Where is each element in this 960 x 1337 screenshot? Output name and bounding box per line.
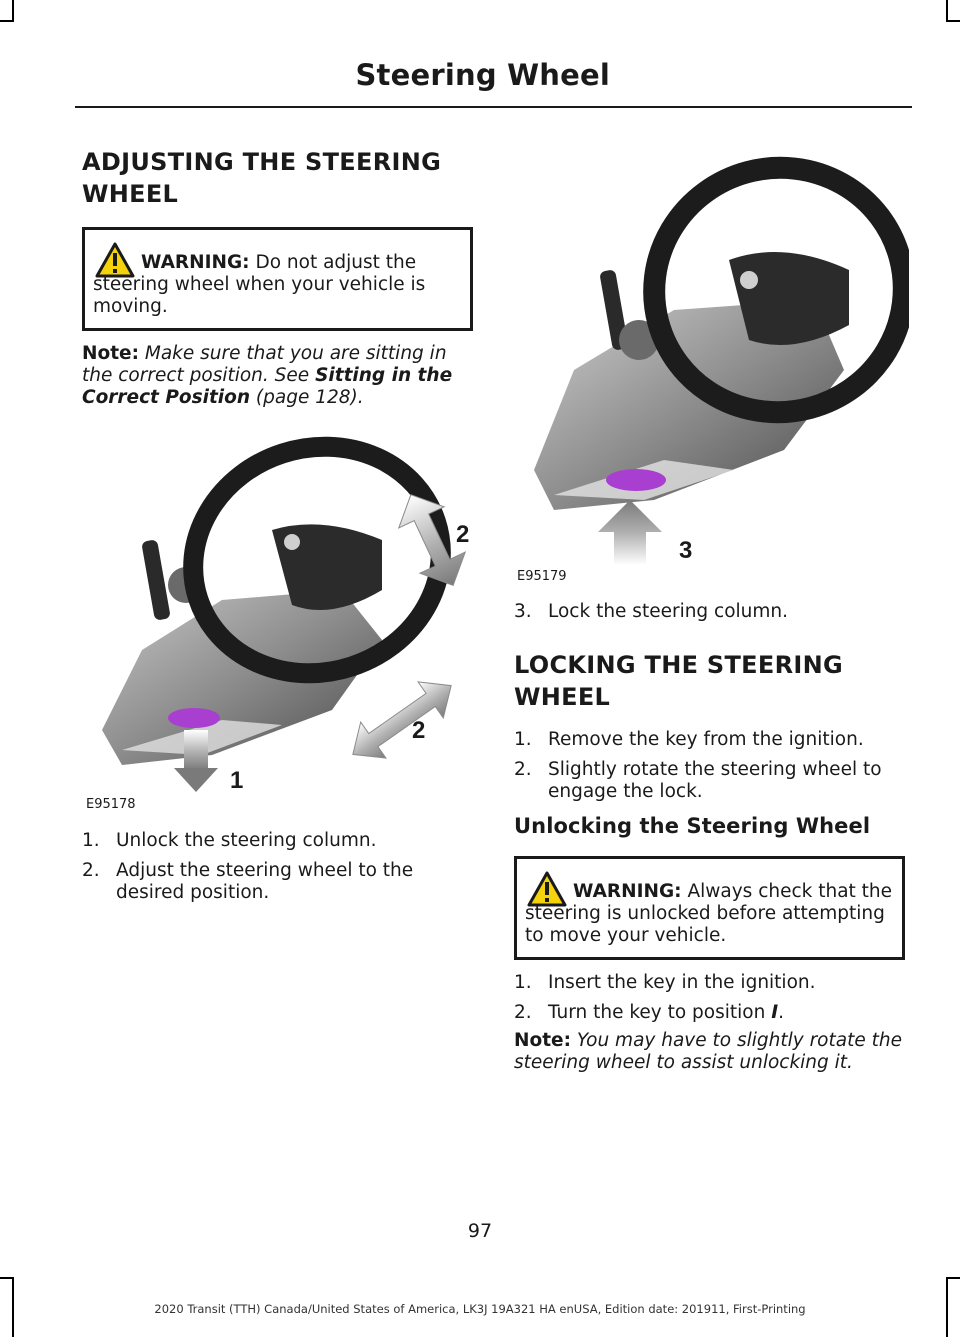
step-text: Unlock the steering column. [116, 830, 377, 851]
note-page: (page 128). [250, 387, 364, 408]
locking-heading-line2: WHEEL [514, 683, 611, 711]
key-position: I [771, 1002, 779, 1023]
steering-lock-figure: 3 [534, 156, 909, 565]
wiper-stalk [600, 270, 628, 350]
warning-label: WARNING: [141, 252, 250, 273]
figure-label-1: 1 [230, 767, 243, 794]
header-rule [75, 106, 912, 108]
adjusting-steps: 1. Unlock the steering column. 2. Adjust t… [82, 830, 477, 912]
figure-label-3: 3 [679, 537, 692, 564]
arrow-lock-up [598, 500, 662, 565]
step-number: 2. [514, 759, 532, 780]
note-label: Note: [82, 343, 139, 364]
page-footer: 2020 Transit (TTH) Canada/United States … [154, 1302, 806, 1316]
crop-mark [0, 20, 14, 22]
steering-adjust-figure: 1 2 2 [102, 436, 469, 794]
step-number: 2. [82, 860, 100, 881]
adjusting-heading-line1: ADJUSTING THE STEERING [82, 148, 442, 176]
crop-mark [12, 0, 14, 22]
step-number: 2. [514, 1002, 532, 1023]
steering-column-shroud [534, 300, 844, 510]
warning-text: Do not adjust the steering wheel when yo… [93, 252, 426, 317]
lock-column-step: 3. Lock the steering column. [514, 601, 909, 631]
unlocking-warning-box: WARNING: Always check that the steering … [514, 856, 905, 960]
arrow-telescope [352, 681, 452, 759]
crop-mark [12, 1277, 14, 1337]
warning-icon [527, 871, 567, 907]
step-text: Remove the key from the ignition. [548, 729, 864, 750]
arrow-tilt [397, 494, 467, 586]
list-item: 2. Turn the key to position I. [514, 1002, 909, 1024]
locking-steps: 1. Remove the key from the ignition. 2. Sl… [514, 729, 909, 811]
note-reference-link[interactable]: Sitting in the Correct Position [82, 365, 453, 408]
locking-heading-line1: LOCKING THE STEERING [514, 651, 843, 679]
step-number: 3. [514, 601, 532, 622]
list-item: 1. Unlock the steering column. [82, 830, 477, 852]
figure-label-2-tilt: 2 [456, 521, 469, 548]
list-item: 3. Lock the steering column. [514, 601, 909, 623]
step-number: 1. [514, 972, 532, 993]
list-item: 2. Slightly rotate the steering wheel to … [514, 759, 909, 803]
steering-wheel-rim [183, 436, 451, 684]
airbag-hub [272, 524, 382, 610]
figure-code: E95178 [86, 797, 136, 812]
note-label: Note: [514, 1030, 571, 1051]
crop-mark [946, 20, 960, 22]
note-text: You may have to slightly rotate the stee… [514, 1030, 902, 1073]
step-number: 1. [514, 729, 532, 750]
step-number: 1. [82, 830, 100, 851]
list-item: 1. Remove the key from the ignition. [514, 729, 909, 751]
crop-mark [946, 1277, 948, 1337]
warning-icon [95, 242, 135, 278]
page-title: Steering Wheel [355, 58, 610, 92]
unlocking-heading: Unlocking the Steering Wheel [514, 814, 871, 838]
locking-heading: LOCKING THE STEERING WHEEL [514, 649, 914, 713]
release-lever [606, 469, 666, 491]
step-text: Turn the key to position [548, 1002, 772, 1023]
list-item: 2. Adjust the steering wheel to the desir… [82, 860, 477, 904]
airbag-hub [729, 252, 849, 345]
page-number: 97 [467, 1220, 493, 1242]
note-text: Make sure that you are sitting in the co… [82, 343, 447, 386]
figure-code: E95179 [517, 569, 567, 584]
adjusting-note: Note: Make sure that you are sitting in … [82, 343, 477, 409]
figure-label-2-telescope: 2 [412, 717, 425, 744]
adjusting-heading: ADJUSTING THE STEERING WHEEL [82, 146, 482, 210]
unlocking-note: Note: You may have to slightly rotate th… [514, 1030, 909, 1074]
warning-text: Always check that the steering is unlock… [525, 881, 893, 946]
warning-label: WARNING: [573, 881, 682, 902]
step-text: Slightly rotate the steering wheel to en… [548, 759, 882, 802]
step-text-end: . [778, 1002, 785, 1023]
step-text: Lock the steering column. [548, 601, 789, 622]
wiper-stalk [142, 540, 170, 620]
unlocking-steps: 1. Insert the key in the ignition. 2. Turn… [514, 972, 909, 1032]
steering-wheel-rim [643, 156, 909, 424]
release-lever [168, 708, 220, 728]
step-text: Adjust the steering wheel to the desired… [116, 860, 414, 903]
adjusting-warning-box: WARNING: Do not adjust the steering whee… [82, 227, 473, 331]
arrow-unlock-down [174, 730, 218, 792]
adjusting-heading-line2: WHEEL [82, 180, 179, 208]
list-item: 1. Insert the key in the ignition. [514, 972, 909, 994]
crop-mark [946, 1277, 960, 1279]
crop-mark [946, 0, 948, 22]
crop-mark [0, 1277, 14, 1279]
step-text: Insert the key in the ignition. [548, 972, 816, 993]
